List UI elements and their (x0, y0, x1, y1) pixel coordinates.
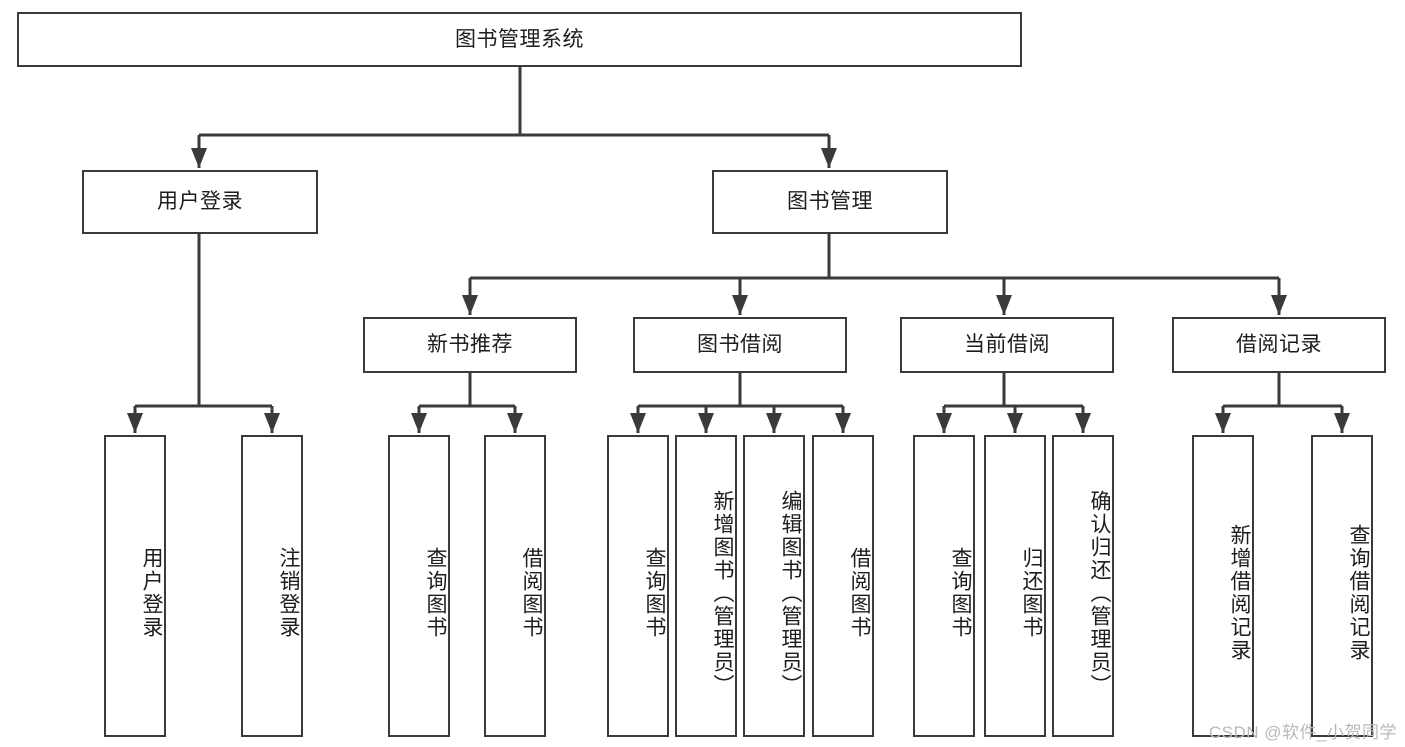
node-leaf-borrow-book-2[interactable]: 借阅图书 (812, 435, 874, 737)
node-leaf-add-record[interactable]: 新增借阅记录 (1192, 435, 1254, 737)
node-new-book-recommend[interactable]: 新书推荐 (363, 317, 577, 373)
node-label: 注销登录 (277, 547, 300, 639)
node-leaf-query-book-2[interactable]: 查询图书 (607, 435, 669, 737)
node-leaf-logout[interactable]: 注销登录 (241, 435, 303, 737)
node-user-login[interactable]: 用户登录 (82, 170, 318, 234)
watermark: CSDN @软件_小贺同学 (1208, 723, 1397, 742)
node-label: 新书推荐 (427, 333, 513, 357)
node-label: 当前借阅 (964, 333, 1050, 357)
node-leaf-query-book-1[interactable]: 查询图书 (388, 435, 450, 737)
node-label: 查询图书 (643, 547, 666, 639)
node-borrow-record[interactable]: 借阅记录 (1172, 317, 1386, 373)
node-leaf-confirm-return[interactable]: 确认归还（管理员） (1052, 435, 1114, 737)
node-label: 确认归还（管理员） (1088, 489, 1111, 697)
node-label: 用户登录 (157, 190, 243, 214)
node-leaf-user-login[interactable]: 用户登录 (104, 435, 166, 737)
node-leaf-return-book[interactable]: 归还图书 (984, 435, 1046, 737)
node-label: 图书管理 (787, 190, 873, 214)
node-leaf-add-book[interactable]: 新增图书（管理员） (675, 435, 737, 737)
node-book-manage[interactable]: 图书管理 (712, 170, 948, 234)
node-label: 借阅图书 (520, 547, 543, 639)
node-label: 查询借阅记录 (1347, 524, 1370, 662)
node-book-borrow[interactable]: 图书借阅 (633, 317, 847, 373)
node-label: 编辑图书（管理员） (779, 489, 802, 697)
node-label: 新增借阅记录 (1228, 524, 1251, 662)
node-label: 图书管理系统 (455, 27, 584, 51)
node-root[interactable]: 图书管理系统 (17, 12, 1022, 67)
node-leaf-query-book-3[interactable]: 查询图书 (913, 435, 975, 737)
node-label: 用户登录 (140, 547, 163, 639)
node-leaf-borrow-book-1[interactable]: 借阅图书 (484, 435, 546, 737)
node-label: 查询图书 (949, 547, 972, 639)
node-label: 借阅图书 (848, 547, 871, 639)
node-label: 图书借阅 (697, 333, 783, 357)
node-label: 借阅记录 (1236, 333, 1322, 357)
node-label: 归还图书 (1020, 547, 1043, 639)
node-leaf-edit-book[interactable]: 编辑图书（管理员） (743, 435, 805, 737)
node-current-borrow[interactable]: 当前借阅 (900, 317, 1114, 373)
node-leaf-query-record[interactable]: 查询借阅记录 (1311, 435, 1373, 737)
node-label: 新增图书（管理员） (711, 489, 734, 697)
node-label: 查询图书 (424, 547, 447, 639)
